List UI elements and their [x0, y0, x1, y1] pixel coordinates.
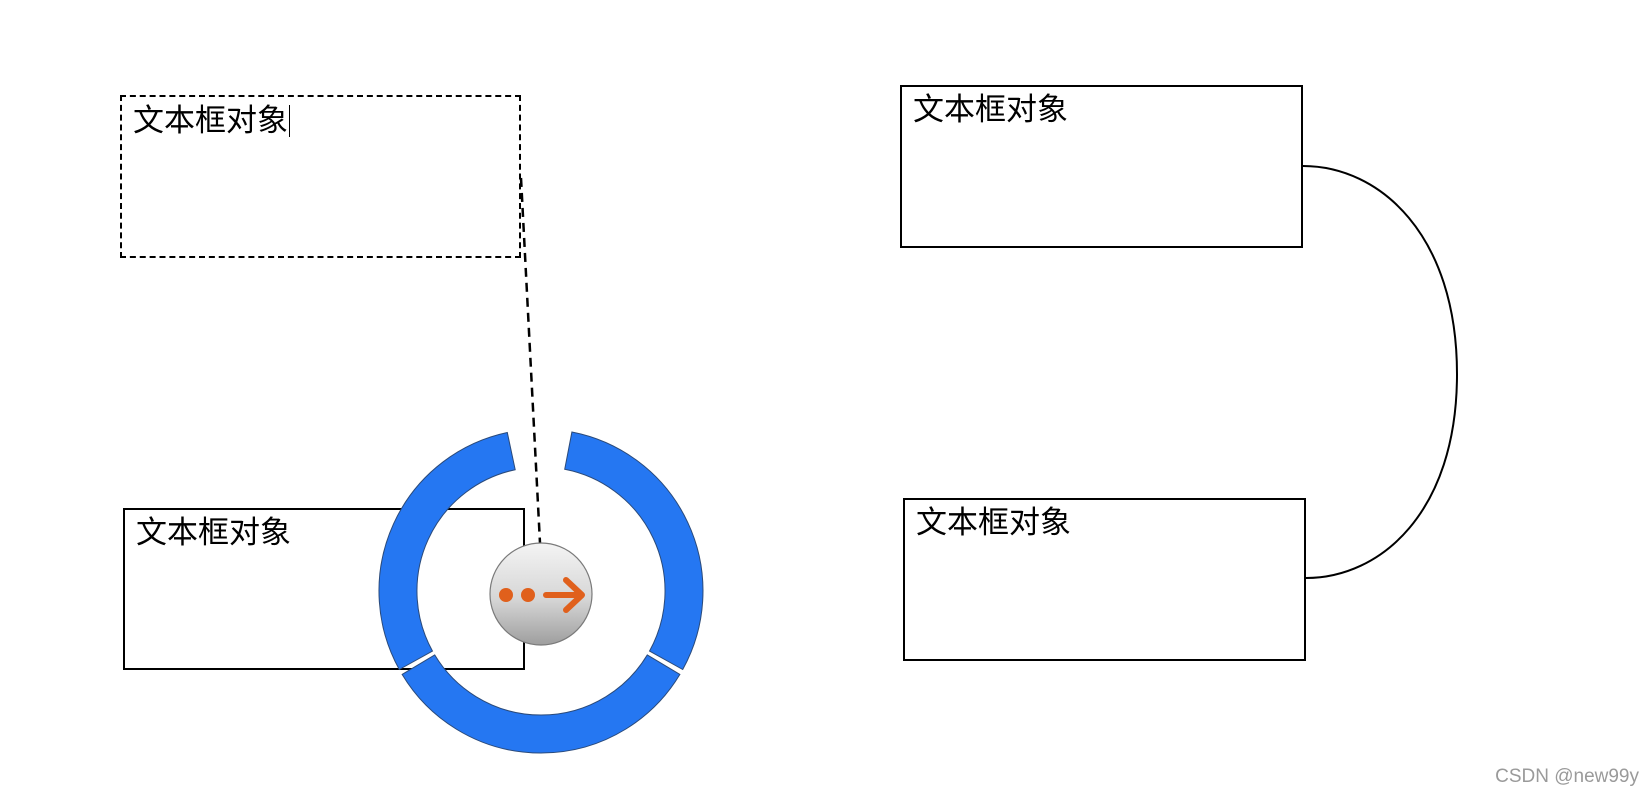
hub-arrow	[543, 577, 585, 613]
textbox-editing-text[interactable]: 文本框对象	[133, 103, 288, 139]
textbox-bottom-right[interactable]: 文本框对象	[903, 498, 1306, 661]
textbox-bottom-right-text: 文本框对象	[916, 505, 1071, 541]
textbox-bottom-left[interactable]: 文本框对象	[123, 508, 525, 670]
dashed-drag-line	[519, 177, 542, 544]
radial-hub[interactable]	[489, 542, 593, 646]
textbox-top-right-text: 文本框对象	[913, 92, 1068, 128]
radial-menu[interactable]	[378, 431, 704, 754]
watermark: CSDN @new99y	[1495, 766, 1639, 787]
radial-segment-left[interactable]	[378, 431, 516, 671]
curved-connector[interactable]	[1302, 165, 1459, 579]
hub-dot-1	[499, 588, 513, 602]
radial-segment-bottom[interactable]	[401, 654, 681, 754]
textbox-bottom-left-text: 文本框对象	[136, 515, 291, 551]
textbox-top-right[interactable]: 文本框对象	[900, 85, 1303, 248]
radial-segment-right[interactable]	[564, 431, 704, 671]
hub-dot-2	[521, 588, 535, 602]
connect-arrow-icon[interactable]	[489, 542, 593, 646]
textbox-editing[interactable]: 文本框对象	[120, 95, 521, 258]
text-caret	[289, 105, 290, 137]
